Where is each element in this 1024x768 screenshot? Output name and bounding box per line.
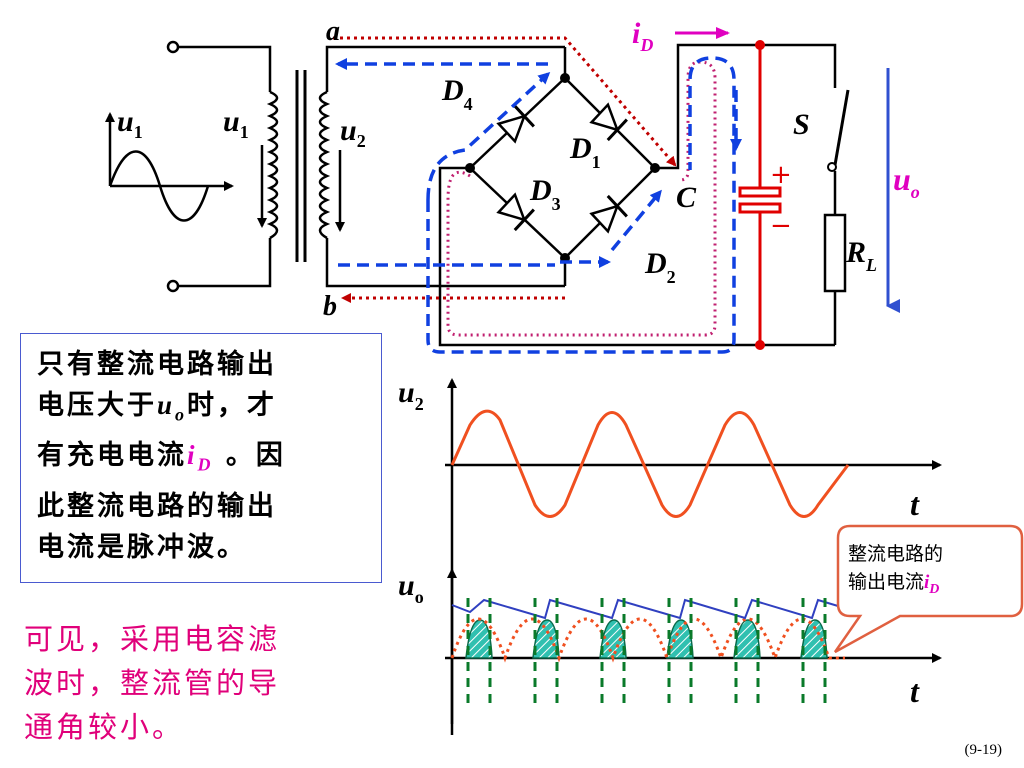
u2-time-label: t <box>910 486 920 522</box>
filter-capacitor <box>738 40 782 350</box>
d4-label: D4 <box>441 74 473 114</box>
input-terminal-bottom <box>166 279 180 293</box>
current-path-negative <box>335 56 742 354</box>
conclusion-line-2: 波时，整流管的导 <box>24 666 281 700</box>
callout-line-1: 整流电路的 <box>848 543 944 565</box>
u2-axis-label: u2 <box>398 376 424 414</box>
page-number: (9-19) <box>964 742 1003 758</box>
node-b-label: b <box>323 291 337 322</box>
u1-primary-label: u1 <box>223 105 249 142</box>
note-line-3: 有充电电流iD 。因 <box>37 440 286 475</box>
note-line-1: 只有整流电路输出 <box>37 349 277 380</box>
uo-time-label: t <box>910 673 920 709</box>
id-current-pulses <box>465 619 828 659</box>
conclusion-text: 可见，采用电容滤 波时，整流管的导 通角较小。 <box>24 617 364 749</box>
diode-d4-symbol <box>496 104 535 144</box>
conclusion-line-3: 通角较小。 <box>24 710 185 744</box>
diode-d3-symbol <box>496 192 535 232</box>
diode-d1-symbol <box>589 102 628 142</box>
cap-plus-sign: + <box>770 160 792 190</box>
callout-line-2: 输出电流iD <box>848 571 940 597</box>
current-path-loop <box>446 60 717 337</box>
d3-label: D3 <box>529 174 561 214</box>
switch-s <box>833 89 850 166</box>
rectified-voltage-curve <box>450 617 845 663</box>
note-line-2: 电压大于uo时，才 <box>37 390 278 425</box>
explanation-note: 只有整流电路输出 电压大于uo时，才 有充电电流iD 。因 此整流电路的输出 电… <box>20 333 382 583</box>
input-terminal-top <box>166 40 180 54</box>
u1-source-label: u1 <box>117 105 143 142</box>
note-line-5: 电流是脉冲波。 <box>37 531 247 563</box>
diode-d2-symbol <box>589 194 628 234</box>
d2-label: D2 <box>644 247 676 287</box>
u2-secondary-label: u2 <box>340 114 366 151</box>
load-resistor <box>823 213 847 293</box>
source-sine-symbol <box>105 112 234 222</box>
d1-label: D1 <box>569 132 601 172</box>
uo-axis-label: uo <box>398 569 424 607</box>
note-line-4: 此整流电路的输出 <box>37 490 277 522</box>
switch-label: S <box>793 108 810 141</box>
u2-sine-curve <box>450 409 850 518</box>
bridge-node-top <box>560 73 570 83</box>
callout-bubble <box>833 524 1024 654</box>
current-path-positive <box>333 36 677 303</box>
node-a-label: a <box>326 16 340 47</box>
uo-label: uo <box>893 161 920 202</box>
rectifier-circuit: + − a b C u1 u1 u2 D4 D1 D3 <box>105 16 920 354</box>
node-c-label: C <box>676 181 697 214</box>
secondary-coil <box>318 90 331 240</box>
conduction-markers <box>466 598 827 710</box>
cap-minus-sign: − <box>770 211 792 241</box>
callout-text: 整流电路的 输出电流iD <box>848 540 1008 604</box>
load-label: RL <box>845 236 877 275</box>
id-label: iD <box>632 17 653 55</box>
capacitor-voltage-line <box>451 598 859 620</box>
primary-coil <box>266 90 279 240</box>
conclusion-line-1: 可见，采用电容滤 <box>24 622 281 656</box>
uo-waveform-graph: uo t <box>398 568 942 735</box>
